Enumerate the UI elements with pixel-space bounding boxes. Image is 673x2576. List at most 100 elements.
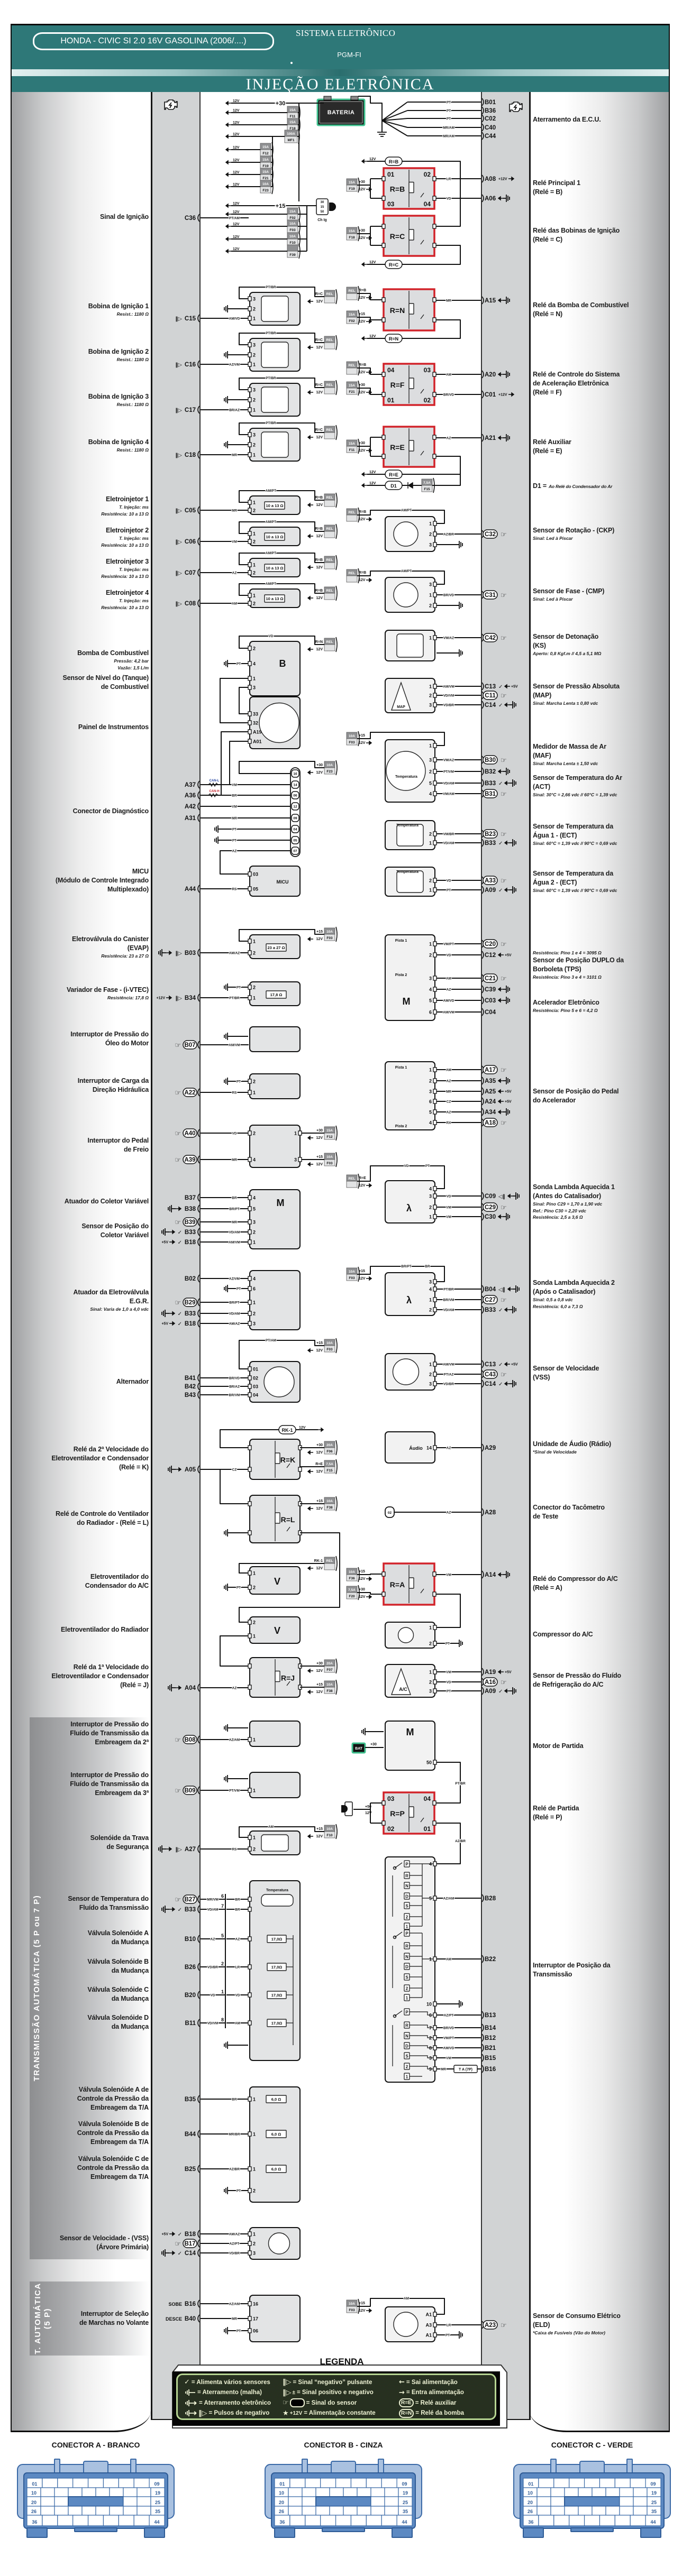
fuse-feed-label: R=B [359,289,366,292]
output-voltage-label: 12V [316,648,323,651]
fuse-id-cell [324,1133,335,1140]
ecu-pin-label: B18 [185,2231,196,2238]
module-pin-number: 5 [429,1110,432,1115]
component-name: de Aceleração Eletrônica [533,380,609,387]
pin-terminal [248,985,252,990]
fuse-id-cell [324,296,335,303]
diagnostic-pin [291,847,299,855]
fuse-rating: 10A [326,1683,333,1687]
legend-text: = Sinal positivo e negativo [297,2389,374,2396]
wire-color-label: AZ [232,1686,237,1690]
pin-terminal [248,2241,252,2246]
legend-item: ‖▷= Pulsos de negativo [184,2408,283,2419]
component-name-line: Acelerador Eletrônico [533,998,669,1007]
fuse-bracket [335,585,338,601]
pin-bracket [197,1228,200,1236]
sensor-pin-oval [483,1295,498,1304]
arrow-left-icon [497,1109,504,1115]
pin-terminal [248,342,252,347]
component-name-line: Sensor de Pressão Absoluta [533,682,669,691]
output-voltage-label: 12V [316,1136,323,1140]
wire-color-label: VD/BR [443,1382,454,1386]
pin-bracket [197,599,200,608]
component-name: (Antes do Catalisador) [533,1192,601,1200]
fuse-bracket [335,1824,338,1839]
component-spec: Sinal: 60°C = 1,39 vdc // 90°C = 0,69 vd… [533,888,617,893]
relay-terminal [381,196,386,201]
arrow-left-icon [307,647,313,652]
arrow-left-icon [497,952,504,958]
wire-color-label: MR [232,816,237,820]
ground-icon [224,441,228,448]
component-name: D1 = [533,482,547,490]
relay-label: R=F [390,381,405,389]
connector-cavity [584,2515,601,2526]
supply-voltage-label: +12V [498,393,507,397]
pin-terminal [433,1009,437,1015]
pin-bracket [197,2095,200,2103]
legend-symbol-text: ± [292,2389,296,2396]
connector-cavity [550,2487,565,2497]
component-name: Painel de Instrumentos [78,723,149,731]
ecu-pin-label: A05 [185,1467,196,1473]
wire-color-label: AM/VM [443,1010,454,1014]
module-pin-number: 5 [253,1207,256,1212]
module-pin-number: 2 [253,2241,256,2247]
component-name-line: do Acelerador [533,1096,669,1105]
ecu-pin-label: C18 [185,452,196,458]
component-symbol [261,387,289,413]
fuse-rating: REL [349,364,356,367]
wire-color-label: MR [232,453,237,457]
resistance-label: 17,0Ω [271,1965,283,1970]
fuse-rating: 10A [326,763,333,767]
ground-icon [224,351,228,358]
component-spec: Sinal: 30°C = 2,66 vdc // 60°C = 1,39 vd… [533,792,617,797]
component-symbol [393,2312,419,2337]
component-name: (Relé = C) [533,236,563,243]
pin-bracket [481,1668,484,1676]
diagnostic-pin-number: 04 [293,828,297,832]
connector-cavity [103,2515,119,2526]
ground-icon [512,1306,516,1313]
arrow-right-icon [318,1427,324,1432]
module-fuel-pump [249,641,301,696]
module-label: PT/BR [266,376,276,380]
pin-bracket [481,1508,484,1516]
connector-cavity [564,2506,579,2516]
relay-pin-number: 02 [424,397,431,404]
fuse-id-cell [324,934,335,941]
component-name: Interruptor de Posição da [533,1962,611,1969]
connector-cavity [109,2506,124,2516]
feeds-sensors-icon: ✓ [178,1321,182,1327]
sensor-signal-icon: ☞ [501,692,507,700]
pin-terminal [433,791,437,796]
pin-bracket [481,1097,484,1106]
wire-color-label: VD [446,879,451,882]
ground-icon [512,779,516,787]
connector-cavity [42,2478,58,2488]
ground-icon [224,1724,228,1732]
feed-wire [357,2298,445,2315]
fuse-bracket [335,1679,338,1695]
module-pin-number: 1 [253,531,256,537]
connector-pin-number: 25 [155,2500,160,2505]
wire-color-label: PT [447,100,451,104]
pin-bracket [197,1935,200,1943]
feeds-sensors-icon: ✓ [498,684,503,690]
ecu-pin-label: C15 [185,316,196,322]
pin-terminal [433,1361,437,1367]
wire-color-label: MR [232,2317,237,2321]
component-name: Relé das Bobinas de Ignição [533,227,620,234]
ecu-pin-label: A16 [485,1679,496,1686]
relay-terminal [432,176,436,181]
output-voltage-label: 12V [316,436,323,439]
wire-color-label: AZ [232,571,237,575]
output-voltage-label: 12V [316,1567,323,1570]
component-name: Coletor Variável [100,1231,149,1239]
relay-tag-label: R=N [389,336,398,342]
wire-color-label: AZ/AM [443,1897,454,1900]
component-name: (Relé = K) [119,1464,149,1471]
